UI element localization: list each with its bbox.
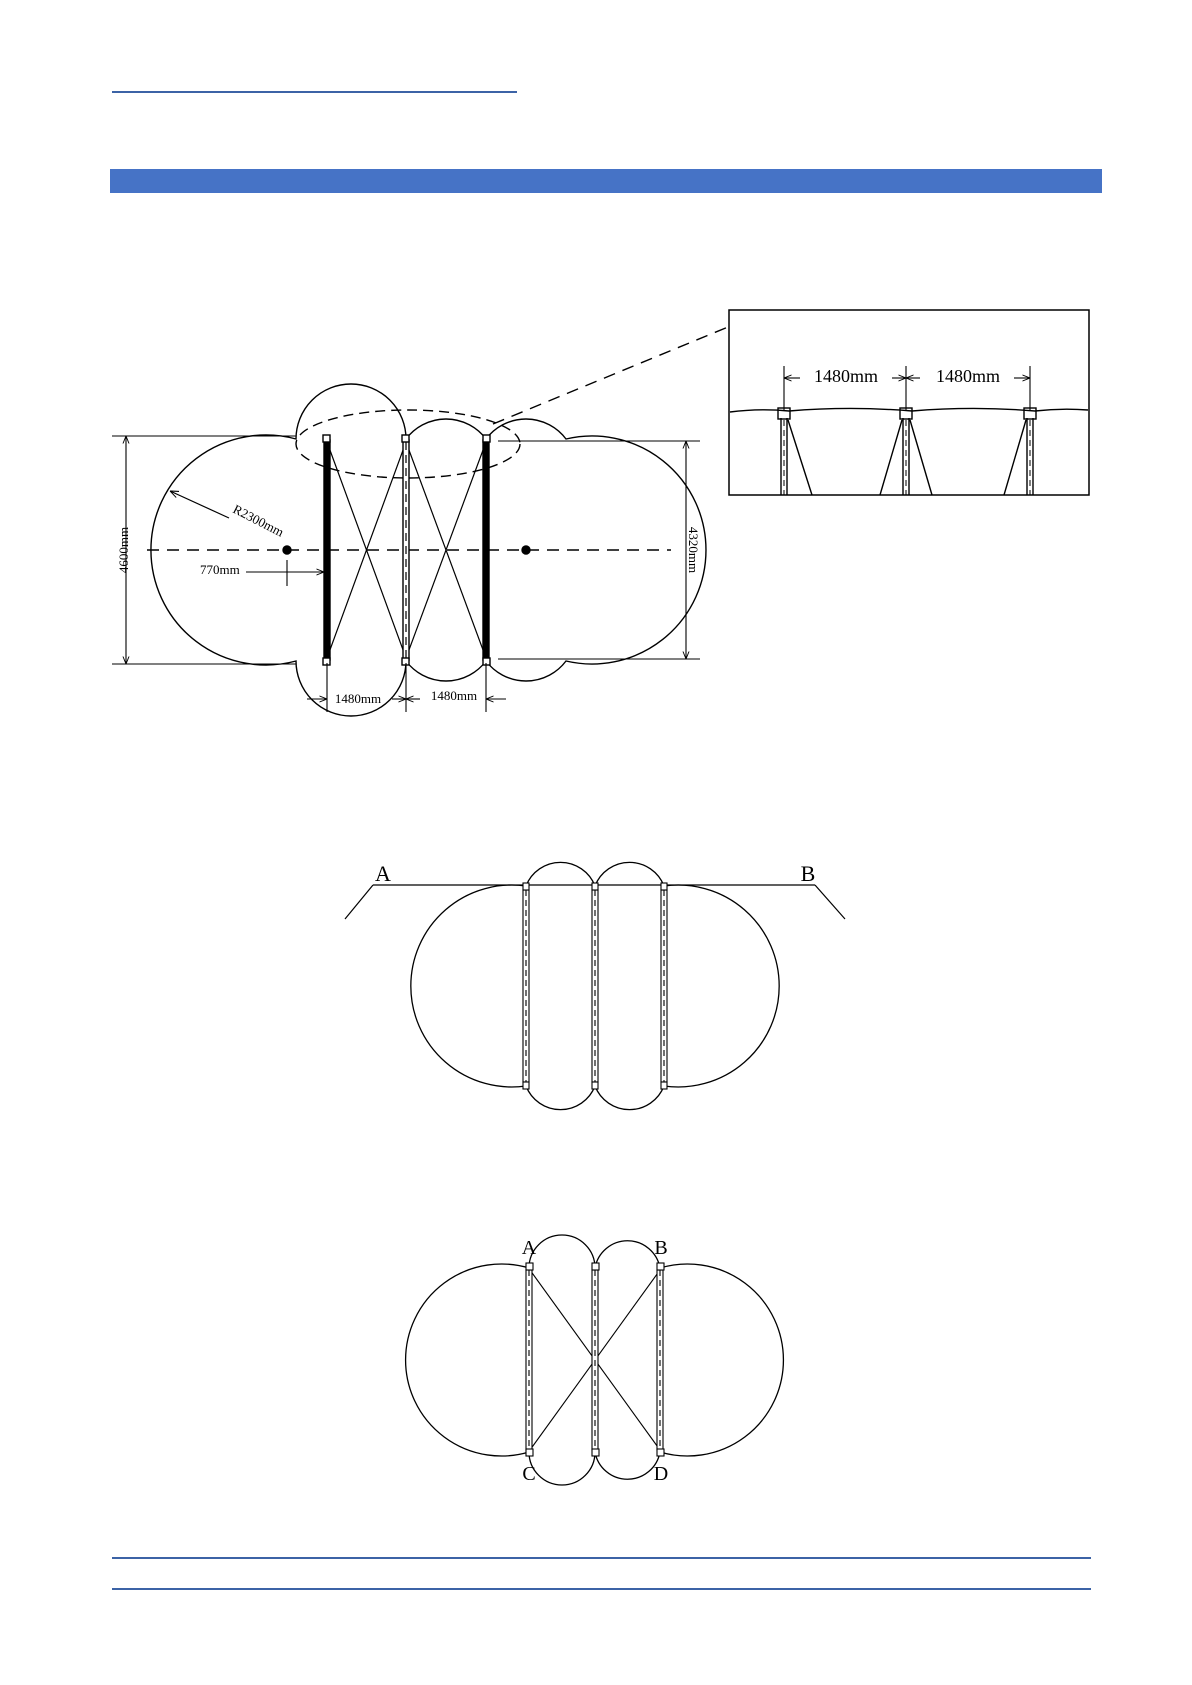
right-center-point xyxy=(522,546,530,554)
left-center-point xyxy=(283,546,291,554)
ridge-frame xyxy=(661,883,667,1089)
footer-rule-bottom xyxy=(112,1588,1091,1590)
ridge-label-a: A xyxy=(375,861,391,886)
brace-frame xyxy=(526,1263,533,1456)
frame-left xyxy=(323,435,330,665)
detail-spacing-label-left: 1480mm xyxy=(814,366,878,386)
ridge-frame xyxy=(592,883,598,1089)
brace-figure xyxy=(406,1235,784,1485)
detail-view xyxy=(729,310,1089,495)
ridge-end-b xyxy=(815,885,845,919)
plan-figure xyxy=(112,327,728,716)
detail-brace xyxy=(910,420,932,495)
detail-brace xyxy=(1004,420,1026,495)
ridge-frame xyxy=(523,883,529,1089)
detail-brace xyxy=(880,420,902,495)
ridge-label-b: B xyxy=(801,861,816,886)
callout-leader xyxy=(493,327,728,424)
frame-right xyxy=(483,435,490,665)
brace-label-b: B xyxy=(654,1237,667,1259)
brace-label-d: D xyxy=(654,1463,668,1485)
frame-middle xyxy=(402,435,409,665)
ridge-end-a xyxy=(345,885,373,919)
left-height-label: 4600mm xyxy=(116,527,131,573)
detail-spacing-label-right: 1480mm xyxy=(936,366,1000,386)
detail-brace xyxy=(788,420,812,495)
spacing-label-left: 1480mm xyxy=(335,691,381,706)
offset-label: 770mm xyxy=(200,562,240,577)
radius-label: R2300mm xyxy=(231,501,287,539)
radius-leader xyxy=(170,491,229,518)
footer-rule-top xyxy=(112,1557,1091,1559)
right-height-label: 4320mm xyxy=(686,527,701,573)
brace-label-a: A xyxy=(522,1237,537,1259)
ridge-figure xyxy=(345,862,845,1109)
spacing-label-right: 1480mm xyxy=(431,688,477,703)
brace-label-c: C xyxy=(522,1463,535,1485)
brace-frame xyxy=(657,1263,664,1456)
brace-frame xyxy=(592,1263,599,1456)
